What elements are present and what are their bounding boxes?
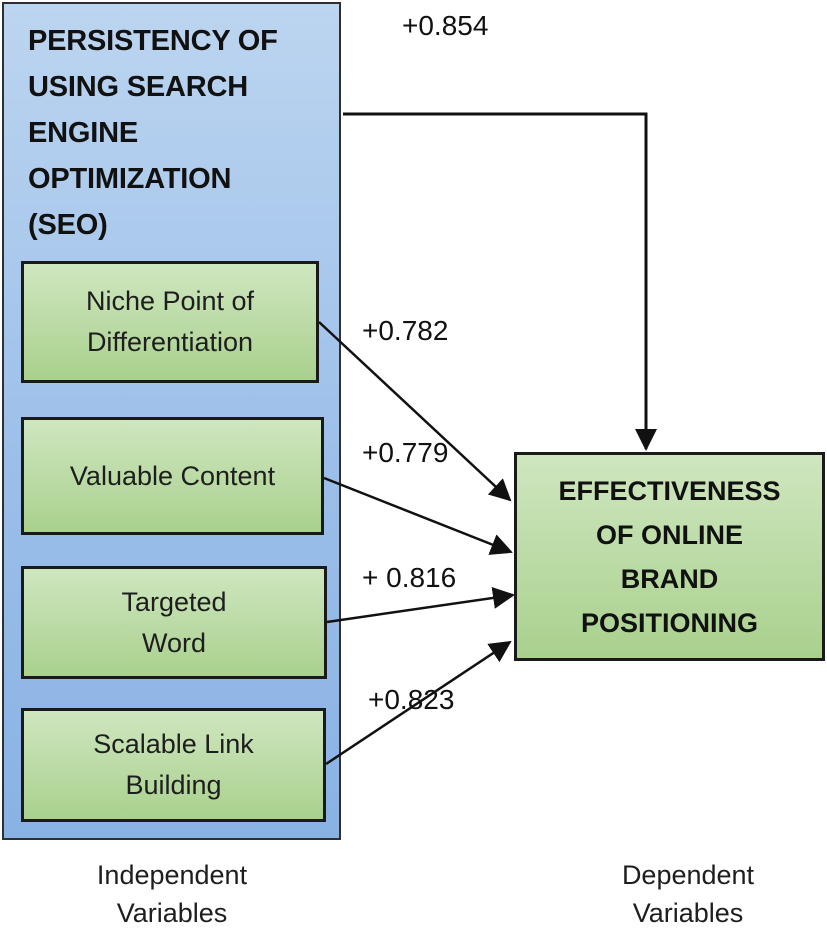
dimension-box-scalable-link-building: Scalable Link Building: [21, 708, 326, 822]
dimension-box-valuable-content: Valuable Content: [21, 417, 324, 535]
arrow-link-to-dv: [325, 640, 512, 766]
arrow-niche-to-dv: [318, 321, 512, 502]
dependent-variable-box: EFFECTIVENESS OF ONLINE BRAND POSITIONIN…: [514, 452, 825, 661]
independent-variables-label: Independent Variables: [96, 860, 248, 928]
path-coefficient-seo: +0.854: [402, 10, 489, 41]
arrow-targeted-to-dv: [326, 586, 515, 624]
path-coefficient-niche: +0.782: [362, 315, 449, 346]
dependent-variables-label: Dependent Variables: [621, 860, 755, 928]
dimension-box-targeted-word: Targeted Word: [21, 566, 327, 679]
path-coefficient-content: +0.779: [362, 437, 449, 468]
path-coefficient-link: +0.823: [368, 684, 455, 715]
arrow-seo-to-dv: [343, 112, 657, 451]
arrow-content-to-dv: [323, 476, 513, 555]
dimension-box-niche-point: Niche Point of Differentiation: [21, 261, 319, 383]
independent-construct-title: PERSISTENCY OF USING SEARCH ENGINE OPTIM…: [28, 25, 278, 241]
path-coefficient-targeted: + 0.816: [362, 562, 457, 593]
